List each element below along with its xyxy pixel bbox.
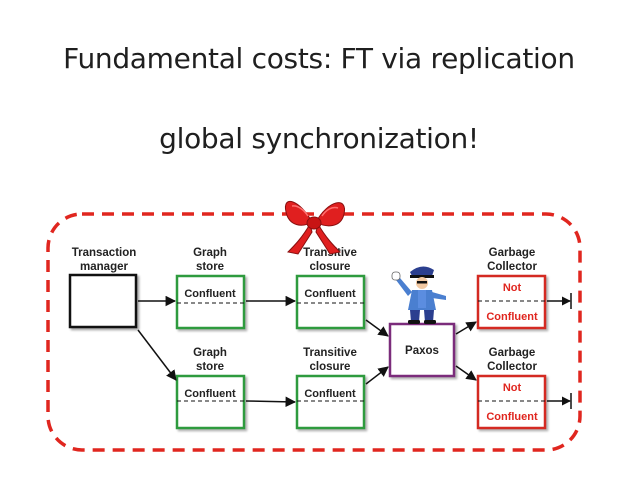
transaction-manager-box <box>68 273 138 329</box>
label-graph-store-bottom-1: Graph <box>193 347 227 359</box>
police-officer-icon <box>391 266 446 324</box>
graph-store-top-box: Confluent <box>175 274 246 330</box>
paxos-label: Paxos <box>405 345 439 357</box>
garbage-collector-top-confluent: Confluent <box>486 311 538 323</box>
arrow-graph-bottom-to-tc-bottom <box>245 396 297 408</box>
label-graph-store-bottom-2: store <box>196 361 224 373</box>
arrow-tm-to-graph-bottom <box>137 329 177 381</box>
transitive-closure-bottom-box: Confluent <box>295 374 366 430</box>
label-transitive-closure-top-2: closure <box>310 261 351 273</box>
label-garbage-collector-top-2: Collector <box>487 261 537 273</box>
transitive-closure-top-box: Confluent <box>295 274 366 330</box>
garbage-collector-top-not: Not <box>503 282 522 294</box>
transitive-closure-top-confluent: Confluent <box>304 288 356 300</box>
label-graph-store-top-1: Graph <box>193 247 227 259</box>
graph-store-top-confluent: Confluent <box>184 288 236 300</box>
arrow-paxos-to-gc-top <box>455 321 477 335</box>
transitive-closure-bottom-confluent: Confluent <box>304 388 356 400</box>
graph-store-bottom-confluent: Confluent <box>184 388 236 400</box>
slide-title: Fundamental costs: FT via replication <box>63 42 575 75</box>
arrow-tc-top-to-paxos <box>365 319 389 337</box>
garbage-collector-bottom-box: Not Confluent <box>476 374 547 430</box>
label-transaction-manager-2: manager <box>80 261 128 273</box>
arrow-paxos-to-gc-bottom <box>455 365 477 381</box>
label-graph-store-top-2: store <box>196 261 224 273</box>
graph-store-bottom-box: Confluent <box>175 374 246 430</box>
arrow-tc-bottom-to-paxos <box>365 366 389 385</box>
label-garbage-collector-top-1: Garbage <box>489 247 536 259</box>
label-transaction-manager-1: Transaction <box>72 247 137 259</box>
garbage-collector-top-box: Not Confluent <box>476 274 547 330</box>
garbage-collector-bottom-not: Not <box>503 382 522 394</box>
garbage-collector-bottom-confluent: Confluent <box>486 411 538 423</box>
replication-boundary <box>46 212 582 452</box>
paxos-box: Paxos <box>388 322 456 378</box>
slide-subtitle: global synchronization! <box>159 122 479 155</box>
label-transitive-closure-bottom-1: Transitive <box>303 347 357 359</box>
label-transitive-closure-bottom-2: closure <box>310 361 351 373</box>
label-garbage-collector-bottom-1: Garbage <box>489 347 536 359</box>
red-gift-bow-icon <box>284 200 345 255</box>
label-garbage-collector-bottom-2: Collector <box>487 361 537 373</box>
